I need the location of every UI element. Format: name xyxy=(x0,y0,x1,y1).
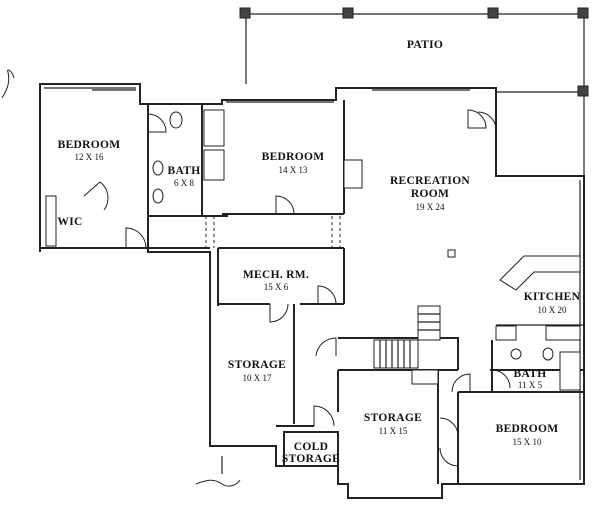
mech-label: MECH. RM. xyxy=(243,269,309,281)
room-labels: PATIO BEDROOM 12 X 16 BATH 6 X 8 WIC BED… xyxy=(57,39,580,465)
storage-1-label: STORAGE xyxy=(228,359,286,371)
bath-2-label: BATH xyxy=(514,368,547,380)
sink xyxy=(152,188,164,204)
bath-1-label: BATH xyxy=(168,165,201,177)
recreation-dims: 19 X 24 xyxy=(416,202,445,212)
storage-2-dims: 11 X 15 xyxy=(379,426,408,436)
bedroom-2-label: BEDROOM xyxy=(262,151,325,163)
sink xyxy=(152,160,164,176)
bedroom-3-label: BEDROOM xyxy=(496,423,559,435)
sink xyxy=(510,348,522,360)
bedroom-1-dims: 12 X 16 xyxy=(75,152,104,162)
fireplace xyxy=(343,159,363,189)
kitchen-appliance xyxy=(545,325,581,341)
fixtures xyxy=(45,109,581,391)
bath-1-dims: 6 X 8 xyxy=(174,178,194,188)
bedroom-2-dims: 14 X 13 xyxy=(279,165,308,175)
ceiling-light xyxy=(447,249,456,258)
bathtub xyxy=(203,109,225,147)
shower xyxy=(203,149,225,181)
doors xyxy=(83,109,511,467)
storage-1-dims: 10 X 17 xyxy=(243,373,272,383)
toilet xyxy=(542,347,554,361)
cold-storage-label: COLD xyxy=(294,441,328,453)
stairs xyxy=(373,305,441,369)
kitchen-counter xyxy=(499,255,581,291)
kitchen-label: KITCHEN xyxy=(524,291,581,303)
storage-2-label: STORAGE xyxy=(364,412,422,424)
patio-column xyxy=(577,85,589,97)
cold-storage-label-2: STORAGE xyxy=(282,453,340,465)
patio-column xyxy=(239,7,251,19)
windows xyxy=(92,89,470,103)
kitchen-sink xyxy=(495,325,517,341)
recreation-label: RECREATION xyxy=(390,175,470,187)
kitchen-dims: 10 X 20 xyxy=(538,305,567,315)
wic-label: WIC xyxy=(57,216,82,228)
recreation-label-2: ROOM xyxy=(411,188,449,200)
toilet xyxy=(169,111,183,129)
patio-column xyxy=(487,7,499,19)
patio-column xyxy=(342,7,354,19)
bedroom-3-dims: 15 X 10 xyxy=(513,437,542,447)
patio-area xyxy=(239,7,589,176)
bedroom-1-label: BEDROOM xyxy=(58,139,121,151)
break-lines xyxy=(1,69,241,487)
interior-walls xyxy=(147,100,584,484)
patio-label: PATIO xyxy=(407,39,443,51)
mech-dims: 15 X 6 xyxy=(264,282,289,292)
bath-2-dims: 11 X 5 xyxy=(518,380,543,390)
patio-column xyxy=(577,7,589,19)
bathtub xyxy=(559,351,581,391)
